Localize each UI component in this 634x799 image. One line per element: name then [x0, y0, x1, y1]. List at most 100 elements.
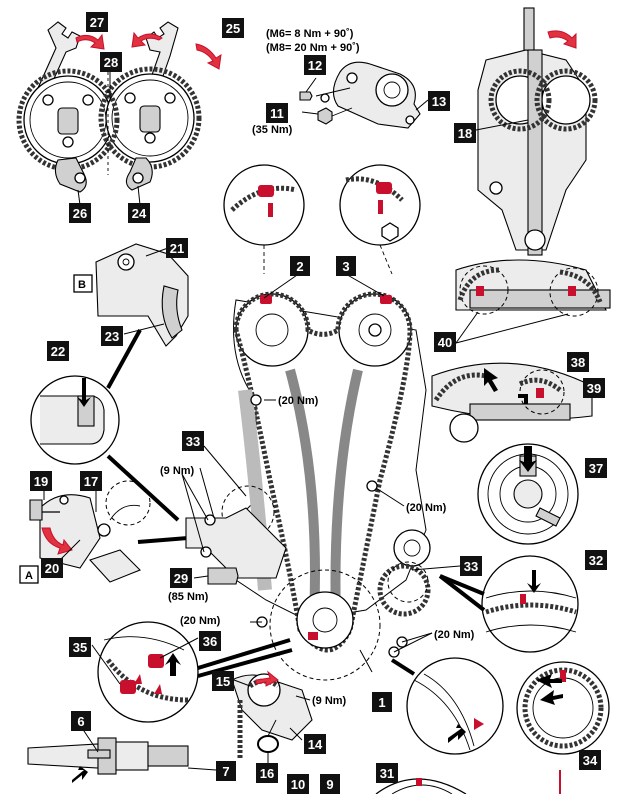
callout-35: 35 [69, 637, 91, 657]
svg-text:33: 33 [186, 434, 200, 449]
svg-text:40: 40 [438, 335, 452, 350]
svg-text:36: 36 [203, 634, 217, 649]
svg-text:23: 23 [105, 329, 119, 344]
svg-text:14: 14 [308, 737, 323, 752]
callout-25: 25 [222, 18, 244, 38]
rotation-arrow-icon [131, 31, 163, 48]
view-label-b: B [78, 279, 86, 291]
cursor-arrow-icon [77, 378, 91, 407]
callout-29: 29 [170, 568, 192, 588]
svg-text:31: 31 [380, 766, 394, 781]
svg-text:33: 33 [464, 559, 478, 574]
callout-28: 28 [100, 52, 122, 72]
rotation-arrow-icon [195, 43, 222, 70]
svg-text:28: 28 [104, 55, 118, 70]
svg-text:11: 11 [270, 106, 284, 121]
callout-15: 15 [212, 671, 234, 691]
cam-phaser-detail-40 [455, 259, 611, 344]
svg-text:13: 13 [432, 94, 446, 109]
torque-9-lower: (9 Nm) [312, 695, 347, 707]
callout-36: 36 [199, 631, 221, 651]
torque-m6: (M6= 8 Nm + 90˚) [266, 28, 354, 40]
callout-33-upper: 33 [182, 431, 204, 451]
rotation-arrow-icon [255, 670, 279, 687]
pulley-detail-37 [477, 443, 579, 545]
cursor-arrow-icon [448, 724, 466, 743]
view-label-a: A [25, 570, 33, 582]
rotation-arrow-icon [75, 33, 105, 50]
partial-view-31 [375, 770, 561, 795]
cam-phaser-detail-38-39 [431, 362, 593, 443]
rotation-arrow-icon [41, 527, 73, 555]
torque-35: (35 Nm) [252, 124, 293, 136]
callout-31: 31 [376, 763, 398, 783]
callout-18: 18 [454, 123, 476, 143]
svg-text:24: 24 [132, 206, 147, 221]
cursor-arrow-icon [484, 368, 498, 392]
cursor-arrow-icon [165, 653, 181, 676]
svg-text:39: 39 [587, 381, 601, 396]
callout-32: 32 [585, 550, 607, 570]
torque-20-lower-right: (20 Nm) [434, 629, 475, 641]
cam-mark-detail-right [339, 164, 421, 275]
svg-text:38: 38 [571, 355, 585, 370]
callout-2: 2 [290, 256, 310, 276]
guide-detail-15-14-16: (9 Nm) [231, 670, 347, 760]
svg-text:12: 12 [308, 58, 322, 73]
callout-13: 13 [428, 91, 450, 111]
svg-text:32: 32 [589, 553, 603, 568]
svg-text:16: 16 [260, 766, 274, 781]
svg-text:20: 20 [45, 561, 59, 576]
svg-text:21: 21 [170, 241, 184, 256]
callout-17: 17 [80, 471, 102, 491]
sprocket-detail-34 [516, 661, 610, 755]
cursor-arrow-icon [72, 766, 88, 783]
callout-20: 20 [41, 558, 63, 578]
svg-text:27: 27 [90, 15, 104, 30]
crank-locking-tool-6-7 [27, 727, 217, 783]
tag-leaders [43, 70, 529, 764]
callout-38: 38 [567, 352, 589, 372]
svg-text:3: 3 [342, 259, 349, 274]
callout-21: 21 [166, 238, 188, 258]
torque-9-upper: (9 Nm) [160, 465, 195, 477]
callout-1: 1 [372, 692, 392, 712]
oil-pump-detail-32 [438, 555, 579, 653]
cursor-arrow-icon [540, 690, 563, 705]
callout-3: 3 [336, 256, 356, 276]
svg-text:26: 26 [73, 206, 87, 221]
callout-16: 16 [256, 763, 278, 783]
svg-text:29: 29 [174, 571, 188, 586]
callout-19: 19 [30, 471, 52, 491]
crank-mark-detail-1 [359, 649, 504, 755]
svg-text:34: 34 [583, 753, 598, 768]
callout-10: 10 [287, 774, 309, 794]
cam-locking-tool-view [477, 7, 598, 256]
callout-24: 24 [128, 203, 150, 223]
torque-20-right: (20 Nm) [406, 502, 447, 514]
callout-9: 9 [320, 774, 340, 794]
callout-11: 11 [266, 103, 288, 123]
torque-20-upper: (20 Nm) [278, 395, 319, 407]
svg-text:7: 7 [222, 764, 229, 779]
torque-m8: (M8= 20 Nm + 90˚) [266, 42, 360, 54]
cursor-arrow-icon [527, 570, 541, 593]
svg-text:2: 2 [296, 259, 303, 274]
svg-text:15: 15 [216, 674, 230, 689]
callout-6: 6 [71, 711, 91, 731]
cursor-arrow-icon [519, 446, 537, 472]
callout-26: 26 [69, 203, 91, 223]
svg-text:35: 35 [73, 640, 87, 655]
svg-text:17: 17 [84, 474, 98, 489]
svg-text:9: 9 [326, 777, 333, 792]
callout-27: 27 [86, 12, 108, 32]
callout-12: 12 [304, 55, 326, 75]
main-timing-chain-view: (20 Nm) (20 Nm) (20 Nm) (20 Nm) (9 Nm) (… [160, 291, 475, 681]
callout-14: 14 [304, 734, 326, 754]
callout-39: 39 [583, 378, 605, 398]
rotation-arrow-icon [547, 30, 577, 49]
torque-85: (85 Nm) [168, 591, 209, 603]
svg-text:1: 1 [378, 695, 385, 710]
cursor-arrow-icon [514, 394, 528, 408]
